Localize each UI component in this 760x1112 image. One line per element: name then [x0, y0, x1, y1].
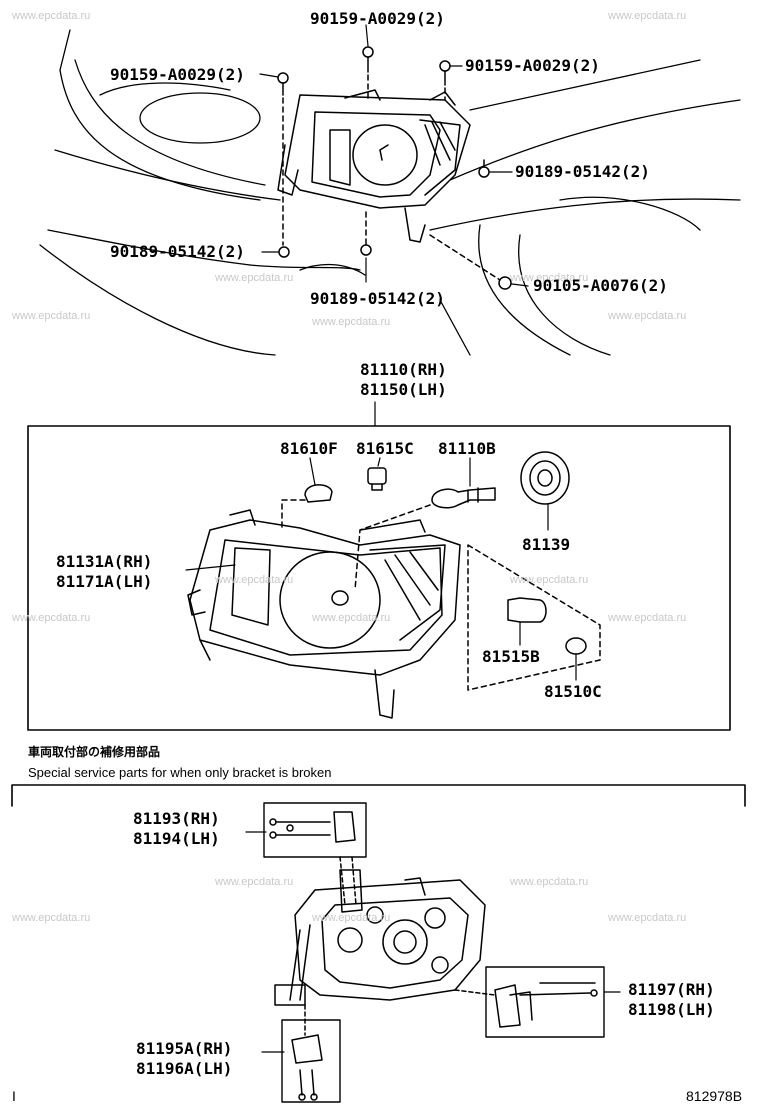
- part-label-housing-rh: 81131A(RH): [56, 552, 153, 571]
- headlamp-exploded: [187, 509, 461, 719]
- watermark: www.epcdata.ru: [12, 612, 91, 624]
- part-label-bracket-top-lh: 81194(LH): [133, 829, 220, 848]
- part-label-assembly-lh: 81150(LH): [360, 380, 447, 399]
- part-label-bulb-left: 81610F: [280, 439, 338, 458]
- watermark: www.epcdata.ru: [215, 876, 294, 888]
- leader-lines-mid: [185, 457, 577, 681]
- part-label-bolt-top-left: 90159-A0029(2): [110, 65, 245, 84]
- illustration-code: 812978B: [686, 1088, 743, 1104]
- part-label-screw-bottom: 90189-05142(2): [310, 289, 445, 308]
- exploded-parts: [281, 451, 601, 691]
- part-label-screw-left: 90189-05142(2): [110, 242, 245, 261]
- part-label-bolt-bottom-right: 90105-A0076(2): [533, 276, 668, 295]
- part-label-bracket-bottom-lh: 81196A(LH): [136, 1059, 233, 1078]
- watermark: www.epcdata.ru: [215, 272, 294, 284]
- vehicle-body-outline: [39, 29, 741, 356]
- leader-lines-bottom: [245, 831, 621, 1053]
- watermark: www.epcdata.ru: [510, 574, 589, 586]
- part-label-bolt-top-center: 90159-A0029(2): [310, 9, 445, 28]
- watermark: www.epcdata.ru: [608, 310, 687, 322]
- headlamp-installed: [277, 89, 471, 243]
- watermark: www.epcdata.ru: [608, 612, 687, 624]
- part-label-side-small-bulb: 81510C: [544, 682, 602, 701]
- special-section-bracket: [11, 784, 746, 807]
- part-label-screw-right: 90189-05142(2): [515, 162, 650, 181]
- special-section-title-jp: 車両取付部の補修用部品: [28, 745, 161, 759]
- part-label-socket: 81615C: [356, 439, 414, 458]
- part-label-bolt-top-right: 90159-A0029(2): [465, 56, 600, 75]
- leader-lines-top: [259, 24, 529, 427]
- fasteners-top: [277, 46, 512, 290]
- bracket-kits: [263, 802, 605, 1103]
- part-label-side-bulb: 81515B: [482, 647, 540, 666]
- part-label-bracket-right-lh: 81198(LH): [628, 1000, 715, 1019]
- watermark: www.epcdata.ru: [608, 912, 687, 924]
- watermark: www.epcdata.ru: [12, 10, 91, 22]
- part-label-bracket-right-rh: 81197(RH): [628, 980, 715, 999]
- special-section-title-en: Special service parts for when only brac…: [28, 765, 332, 780]
- watermark: www.epcdata.ru: [510, 876, 589, 888]
- watermark: www.epcdata.ru: [312, 912, 391, 924]
- part-label-bracket-top-rh: 81193(RH): [133, 809, 220, 828]
- watermark: www.epcdata.ru: [312, 316, 391, 328]
- watermark: www.epcdata.ru: [312, 612, 391, 624]
- part-label-housing-lh: 81171A(LH): [56, 572, 153, 591]
- watermark: www.epcdata.ru: [12, 310, 91, 322]
- exploded-view-frame: [27, 425, 731, 731]
- watermark: www.epcdata.ru: [12, 912, 91, 924]
- footer-mark: I: [12, 1088, 16, 1104]
- watermark: www.epcdata.ru: [510, 272, 589, 284]
- part-label-bracket-bottom-rh: 81195A(RH): [136, 1039, 233, 1058]
- part-label-cover: 81139: [522, 535, 571, 554]
- watermark: www.epcdata.ru: [215, 574, 294, 586]
- part-label-assembly-rh: 81110(RH): [360, 360, 447, 379]
- part-label-bulb-main: 81110B: [438, 439, 496, 458]
- watermark: www.epcdata.ru: [608, 10, 687, 22]
- headlamp-rear-view: [274, 869, 486, 1006]
